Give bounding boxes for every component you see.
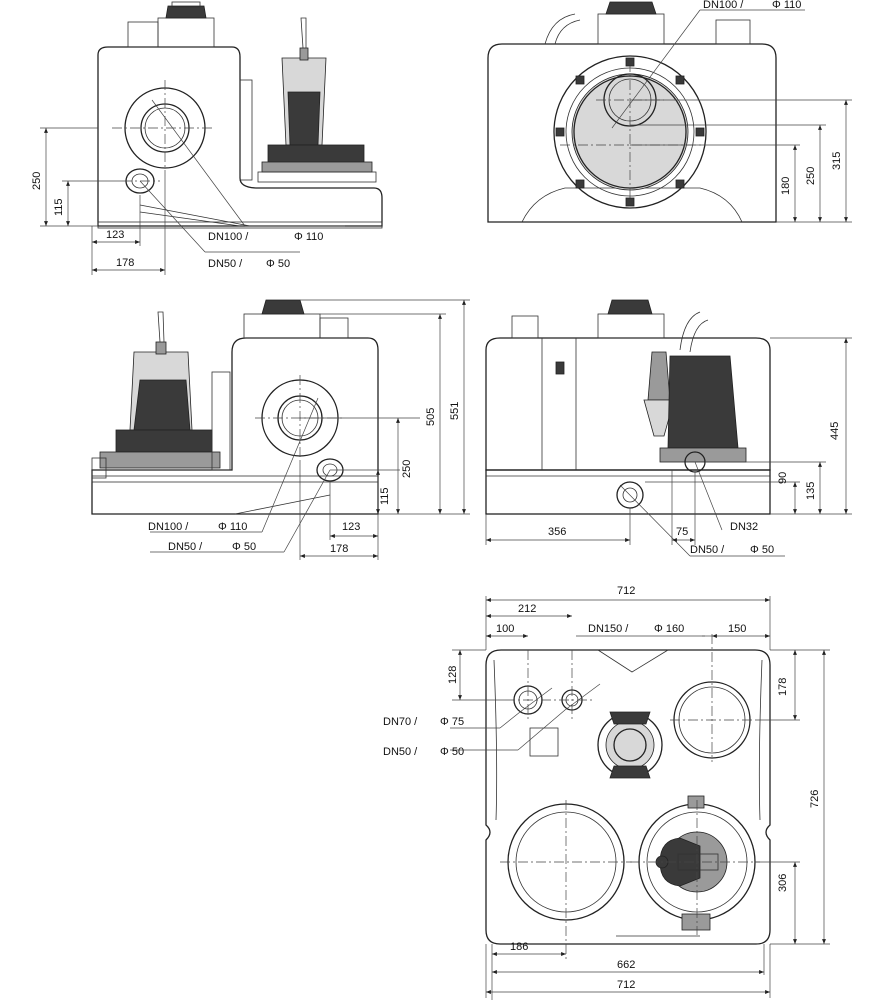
mr-dim-90: 90 bbox=[777, 472, 789, 484]
tr-dim-180: 180 bbox=[780, 177, 792, 195]
ml-label-phi50: Φ 50 bbox=[232, 541, 256, 553]
ml-label-dn50: DN50 / bbox=[168, 541, 203, 553]
tl-label-phi50: Φ 50 bbox=[266, 258, 290, 270]
tl-dim-250: 250 bbox=[31, 172, 43, 190]
mr-dim-356: 356 bbox=[548, 526, 566, 538]
plan-dim-662: 662 bbox=[617, 959, 635, 971]
ml-dim-250: 250 bbox=[401, 460, 413, 478]
tr-label-dn100: DN100 / bbox=[703, 0, 744, 11]
plan-dim-178: 178 bbox=[777, 678, 789, 696]
view-plan-bottom: DN70 / Φ 75 DN50 / Φ 50 712 212 100 150 … bbox=[383, 585, 830, 1000]
ml-dim-505: 505 bbox=[425, 408, 437, 426]
plan-dim-712-top: 712 bbox=[617, 585, 635, 597]
mr-dim-445: 445 bbox=[829, 422, 841, 440]
plan-label-dn50: DN50 / bbox=[383, 746, 418, 758]
ml-label-phi110: Φ 110 bbox=[218, 521, 247, 533]
mr-dim-135: 135 bbox=[805, 482, 817, 500]
plan-label-phi160: Φ 160 bbox=[654, 623, 684, 635]
tl-dim-123: 123 bbox=[106, 229, 124, 241]
tr-dim-250: 250 bbox=[805, 167, 817, 185]
mr-dim-75: 75 bbox=[676, 526, 688, 538]
tr-dim-315: 315 bbox=[831, 152, 843, 170]
plan-dim-306: 306 bbox=[777, 874, 789, 892]
plan-dim-150: 150 bbox=[728, 623, 746, 635]
view-side-left-middle: DN100 / Φ 110 DN50 / Φ 50 115 250 505 55… bbox=[91, 299, 470, 560]
plan-dim-186: 186 bbox=[510, 941, 528, 953]
tl-dim-178: 178 bbox=[116, 257, 134, 269]
ml-dim-115: 115 bbox=[379, 487, 391, 505]
plan-dim-712-bottom: 712 bbox=[617, 979, 635, 991]
tl-label-dn100: DN100 / bbox=[208, 231, 249, 243]
ml-dim-123: 123 bbox=[342, 521, 360, 533]
ml-label-dn100: DN100 / bbox=[148, 521, 189, 533]
ring-bolts bbox=[555, 57, 705, 207]
plan-label-phi50: Φ 50 bbox=[440, 746, 464, 758]
view-front-top: DN100 / Φ 110 180 250 315 bbox=[487, 0, 852, 223]
tl-label-phi110: Φ 110 bbox=[294, 231, 323, 243]
tl-label-dn50: DN50 / bbox=[208, 258, 243, 270]
mr-label-phi50: Φ 50 bbox=[750, 544, 774, 556]
view-side-left-top: DN100 / Φ 110 DN50 / Φ 50 250 115 123 17… bbox=[31, 1, 383, 275]
ml-dim-551: 551 bbox=[449, 402, 461, 420]
tr-label-phi110: Φ 110 bbox=[772, 0, 801, 11]
mr-label-dn32: DN32 bbox=[730, 521, 758, 533]
tl-dim-115: 115 bbox=[53, 198, 65, 216]
plan-dim-128: 128 bbox=[447, 666, 459, 684]
plan-label-dn150: DN150 / bbox=[588, 623, 629, 635]
plan-dim-100: 100 bbox=[496, 623, 514, 635]
plan-dim-726: 726 bbox=[809, 790, 821, 808]
ml-dim-178: 178 bbox=[330, 543, 348, 555]
mr-label-dn50: DN50 / bbox=[690, 544, 725, 556]
view-front-middle: DN50 / Φ 50 DN32 445 90 135 356 75 bbox=[485, 299, 852, 557]
plan-label-dn70: DN70 / bbox=[383, 716, 418, 728]
plan-label-phi75: Φ 75 bbox=[440, 716, 464, 728]
plan-dim-212: 212 bbox=[518, 603, 536, 615]
